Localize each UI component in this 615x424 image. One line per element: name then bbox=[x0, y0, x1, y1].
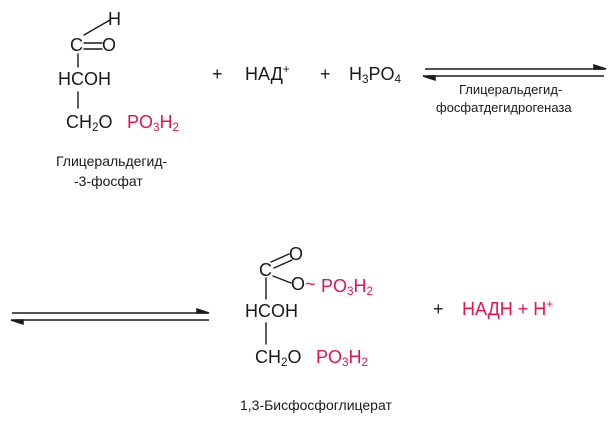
bond-acyl-c-o-1 bbox=[270, 253, 290, 263]
enzyme-name-line1: Глицеральдегид- bbox=[459, 82, 563, 97]
high-energy-bond-tilde: ~ bbox=[305, 274, 316, 294]
acyl-o-atom: O bbox=[289, 244, 304, 264]
product-phosphate-group-1: PO3H2 bbox=[321, 276, 374, 298]
arrow-bottom-forward-head bbox=[196, 307, 210, 314]
product-hcoh: HCOH bbox=[245, 301, 298, 321]
acyl-c-atom: C bbox=[259, 260, 272, 280]
arrow-top-forward-head bbox=[593, 63, 607, 70]
product-phosphate-group-2: PO3H2 bbox=[316, 347, 369, 369]
product-name: 1,3-Бисфосфоглицерат bbox=[240, 397, 392, 413]
reactant-ch2o-group: CH2O bbox=[66, 112, 113, 134]
bond-acyl-c-ester-o bbox=[272, 275, 292, 284]
aldehyde-c-atom: C bbox=[70, 35, 83, 55]
nad-cofactor: НАД+ bbox=[245, 62, 290, 84]
aldehyde-o-atom: O bbox=[102, 35, 117, 55]
nadh-product: НАДН + Н+ bbox=[462, 297, 554, 319]
bond-c-h bbox=[83, 19, 111, 36]
enzyme-name-line2: фосфатдегидрогеназа bbox=[436, 100, 572, 115]
reactant-hcoh: HCOH bbox=[58, 69, 111, 89]
arrow-top-reverse-head bbox=[422, 75, 436, 82]
product-ch2o-group: CH2O bbox=[255, 347, 302, 369]
arrow-bottom-reverse-head bbox=[10, 319, 24, 326]
aldehyde-h-atom: H bbox=[108, 9, 121, 29]
reactant-name-line1: Глицеральдегид- bbox=[56, 153, 168, 169]
phosphoric-acid: H3PO4 bbox=[349, 64, 402, 86]
plus-sign-1: + bbox=[212, 64, 223, 84]
ester-o-atom: O bbox=[291, 274, 306, 294]
reactant-phosphate-group: PO3H2 bbox=[127, 112, 180, 134]
bond-acyl-c-o-2 bbox=[273, 259, 293, 269]
plus-sign-3: + bbox=[433, 299, 444, 319]
reactant-name-line2: -3-фосфат bbox=[74, 173, 143, 189]
plus-sign-2: + bbox=[320, 64, 331, 84]
